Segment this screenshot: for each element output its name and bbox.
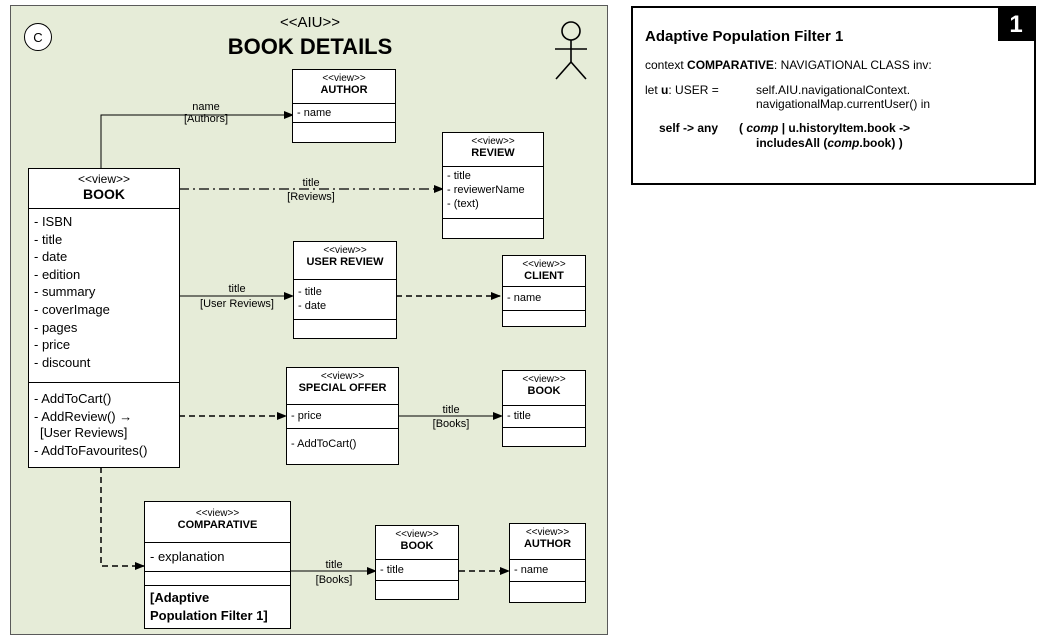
attribute: - price [291,410,322,422]
class-special-offer: <<view>> SPECIAL OFFER - price - AddToCa… [286,367,399,465]
class-name: BOOK [527,385,561,397]
attribute: - discount [34,354,91,370]
operation: - AddToFavourites() [34,443,148,458]
class-stereotype: <<view>> [322,73,366,84]
attribute: - (text) [447,198,479,210]
filter-number-badge: 1 [998,8,1034,41]
filter-any-keyword: self -> any [659,121,719,135]
class-stereotype: <<view>> [195,508,240,519]
class-book-offer: <<view>> BOOK - title [502,370,586,447]
aiu-diagram: C <<AIU>> BOOK DETAILS <<view>> BOOK - I… [10,5,608,635]
filter-panel: 1 Adaptive Population Filter 1 context C… [631,6,1036,185]
class-operations: - AddToCart() - AddReview() → [User Revi… [29,383,179,466]
filter-let-line: let u: USER = [645,83,719,97]
class-name: BOOK [83,186,125,202]
diagram-title: BOOK DETAILS [227,34,393,59]
class-stereotype: <<view>> [320,371,365,382]
class-stereotype: <<view>> [525,527,570,538]
filter-let-expression-1: self.AIU.navigationalContext. [756,83,911,97]
class-stereotype: <<view>> [522,259,566,270]
attribute: - name [507,292,542,304]
attribute: - date [34,249,68,265]
filter-let-expression-2: navigationalMap.currentUser() in [756,97,931,111]
attribute: - summary [34,284,96,300]
attribute: - title [507,410,531,422]
attribute: - reviewerName [447,184,525,196]
class-comparative: <<view>> COMPARATIVE - explanation [Adap… [144,501,291,629]
class-name: AUTHOR [523,538,572,550]
class-book-bottom: <<view>> BOOK - title [375,525,459,600]
class-name: USER REVIEW [306,256,384,268]
class-book-main: <<view>> BOOK - ISBN - title - date - ed… [28,168,180,468]
attribute: - name [514,564,549,576]
operation: - AddToCart() [34,391,112,406]
attribute: - date [298,300,327,312]
attribute: - title [380,564,404,576]
attribute: - price [34,337,71,353]
class-stereotype: <<view>> [323,245,367,256]
link-label-user-reviews: title [User Reviews] [200,283,274,310]
class-author-bottom: <<view>> AUTHOR - name [509,523,586,603]
link-label-authors: name [Authors] [183,101,229,125]
link-label-books-offer: title [Books] [432,404,470,430]
class-user-review: <<view>> USER REVIEW - title - date [293,241,397,339]
diagram-stereotype: <<AIU>> [279,14,341,31]
attribute: - title [298,286,322,298]
class-name: COMPARATIVE [177,519,258,531]
filter-includes-expression: includesAll (comp.book) ) [756,136,903,150]
attribute: - edition [34,266,81,282]
class-name: CLIENT [524,270,564,282]
class-name: BOOK [400,540,434,552]
attribute: - explanation [150,549,225,564]
class-stereotype: <<view>> [77,172,131,186]
operation: - AddToCart() [291,438,357,450]
class-client: <<view>> CLIENT - name [502,255,586,327]
attribute: - coverImage [34,301,110,317]
context-badge: C [24,23,52,51]
diagram-connectors [100,21,587,575]
class-name: AUTHOR [320,84,368,96]
attribute: - title [447,170,471,182]
attribute: - pages [34,319,78,335]
filter-reference: [Adaptive Population Filter 1] [150,590,268,623]
class-attributes: - ISBN - title - date - edition - summar… [29,209,179,383]
link-label-books-bottom: title [Books] [315,559,353,586]
link-authors-line [100,111,294,169]
class-stereotype: <<view>> [471,136,515,147]
operation: - AddReview() → [34,409,133,424]
class-review: <<view>> REVIEW - title - reviewerName -… [442,132,544,239]
attribute: - name [297,107,332,119]
class-author-top: <<view>> AUTHOR - name [292,69,396,143]
filter-any-expression: ( comp | u.historyItem.book -> [739,121,911,135]
filter-context-line: context COMPARATIVE: NAVIGATIONAL CLASS … [645,58,932,72]
class-name: REVIEW [471,147,515,159]
operation: [User Reviews] [40,425,128,440]
attribute: - title [34,231,63,247]
class-stereotype: <<view>> [522,374,566,385]
filter-title: Adaptive Population Filter 1 [645,28,844,45]
attribute: - ISBN [34,214,73,229]
class-name: SPECIAL OFFER [298,382,387,394]
link-label-reviews: title [Reviews] [287,177,335,203]
class-stereotype: <<view>> [395,529,439,540]
user-stick-figure-icon [555,21,587,80]
link-comparative-line [100,467,145,570]
